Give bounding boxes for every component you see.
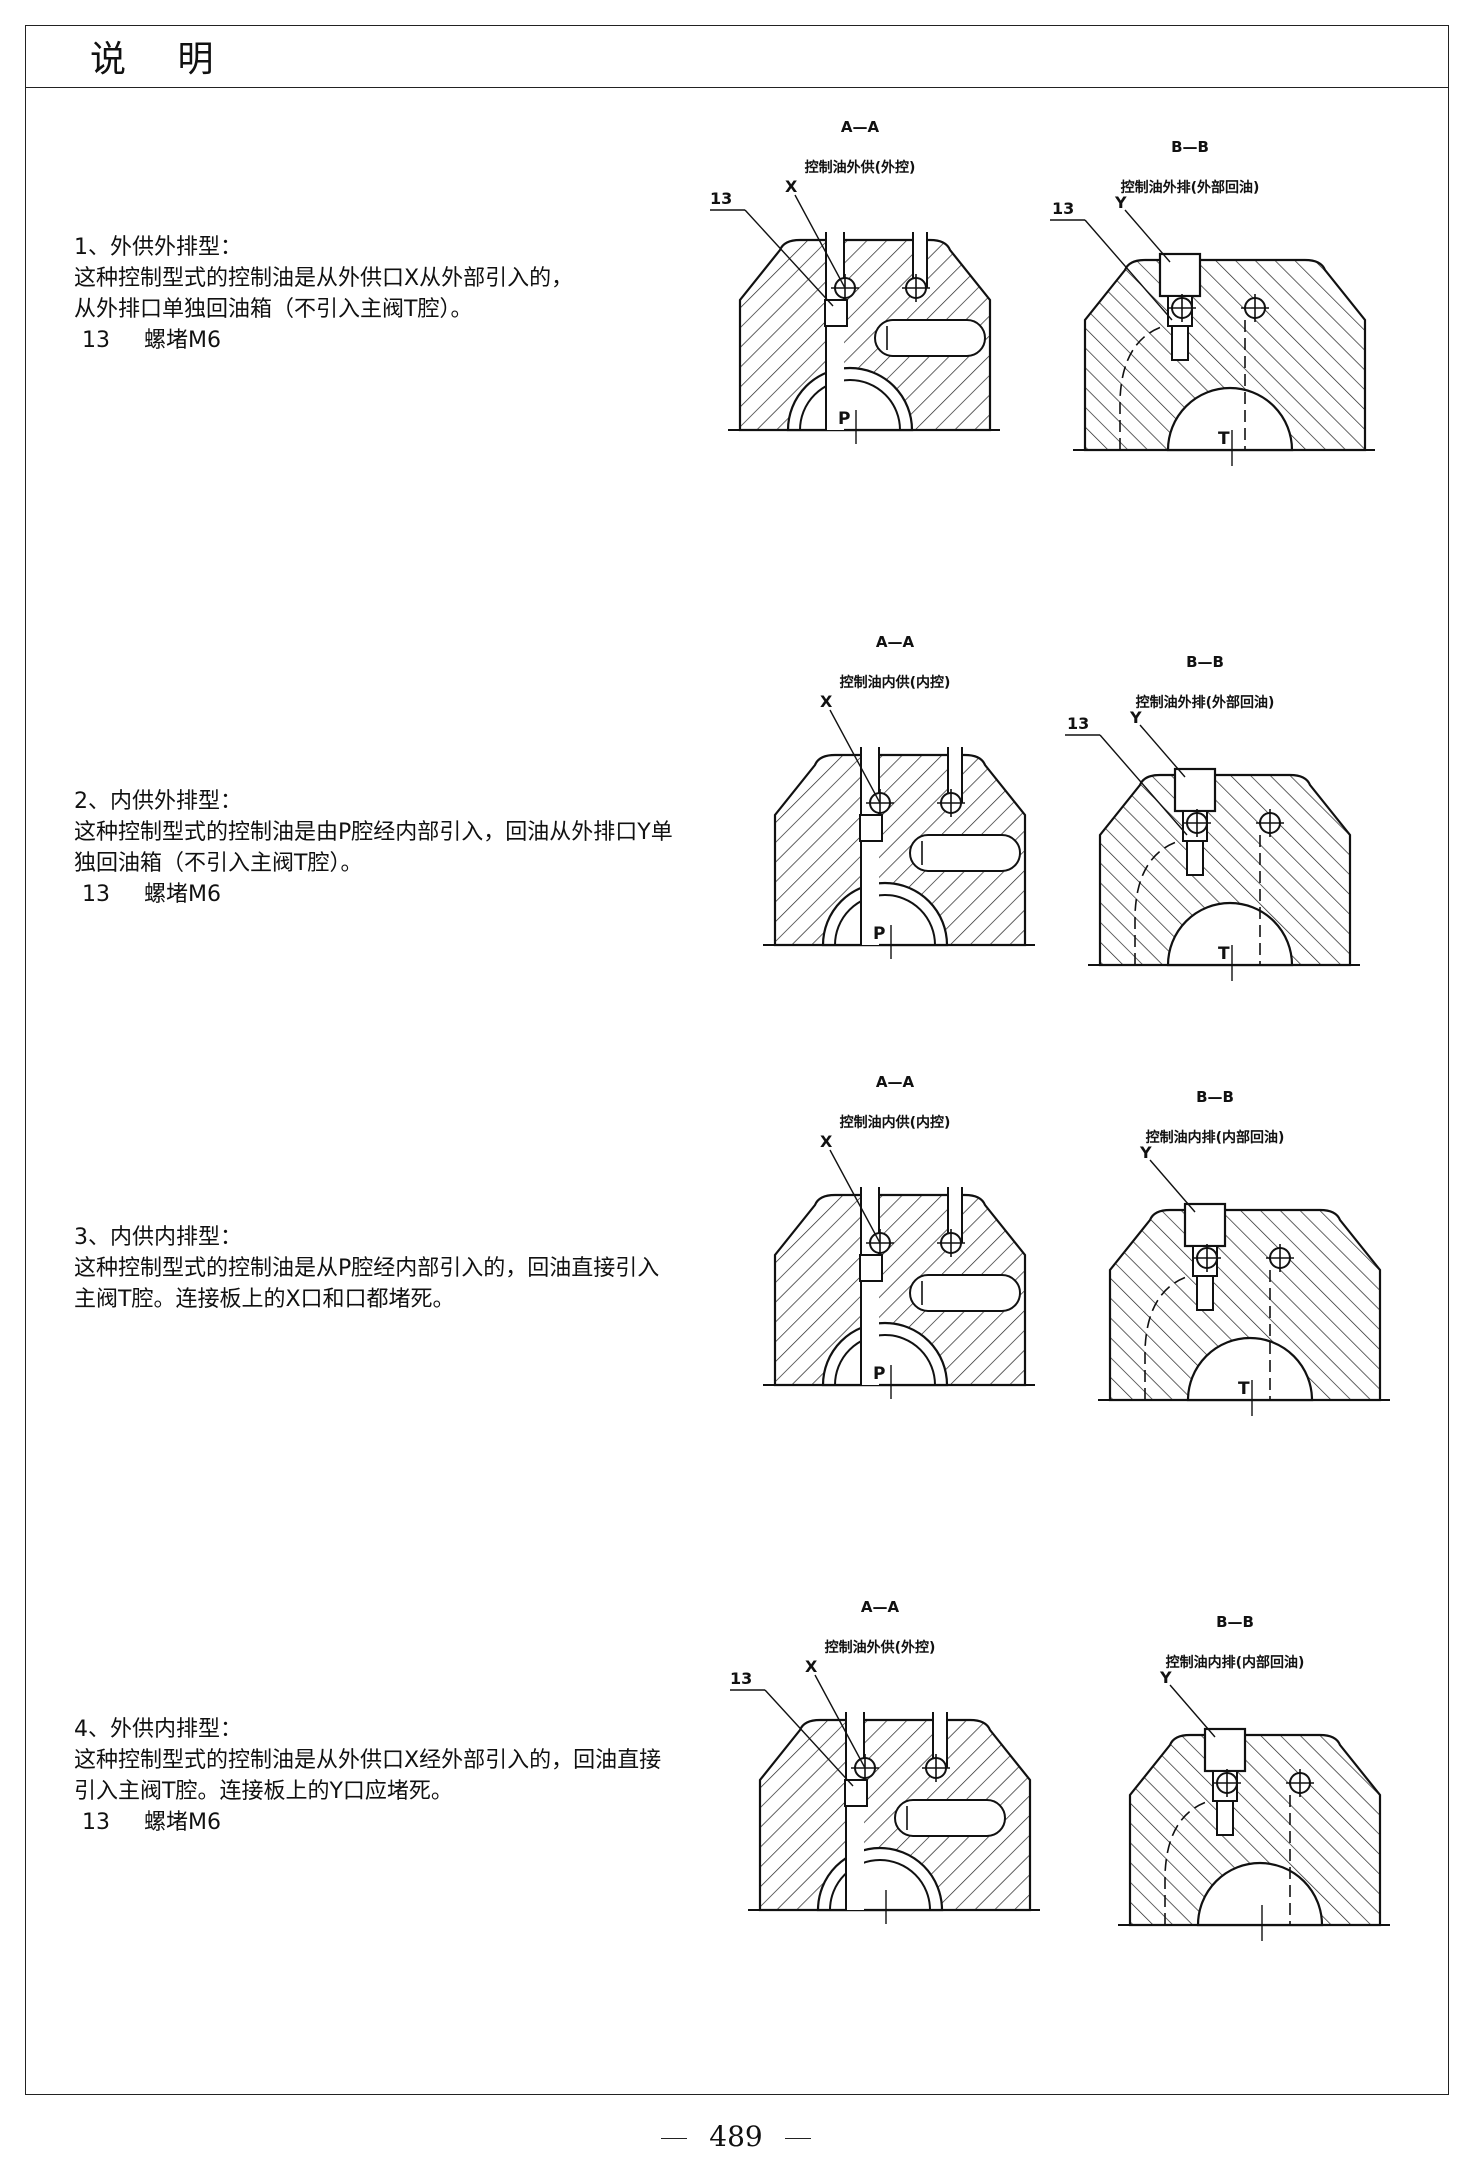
section-subtitle: 控制油外供(外控): [825, 1639, 936, 1656]
port-callout-y: Y: [1159, 1668, 1172, 1687]
part-note: 13 螺堵M6: [74, 325, 694, 356]
section-heading: 1、外供外排型：: [74, 235, 242, 260]
port-label: T: [1218, 429, 1230, 449]
section-label: B—B: [1216, 1613, 1254, 1631]
section-subtitle: 控制油内供(内控): [840, 674, 951, 691]
part-description: 螺堵M6: [144, 882, 221, 907]
port-callout-x: X: [785, 177, 798, 196]
section-3-text: 3、内供内排型： 这种控制型式的控制油是从P腔经内部引入的，回油直接引入 主阀T…: [74, 1222, 694, 1315]
port-callout-x: X: [805, 1657, 818, 1676]
section-subtitle: 控制油外排(外部回油): [1121, 179, 1260, 196]
part-note: 13 螺堵M6: [74, 1807, 694, 1838]
section-line: 这种控制型式的控制油是从外供口X从外部引入的，: [74, 266, 574, 291]
part-number: 13: [82, 882, 110, 907]
page-frame: [25, 25, 1449, 2095]
port-label: T: [1218, 944, 1230, 964]
port-callout-y: Y: [1114, 193, 1127, 212]
section-line: 主阀T腔。连接板上的X口和口都堵死。: [74, 1287, 455, 1312]
section-subtitle: 控制油外供(外控): [805, 159, 916, 176]
port-callout-x: X: [820, 1132, 833, 1151]
port-callout-y: Y: [1129, 708, 1142, 727]
port-label: P: [838, 409, 850, 429]
section-view-bb-3: B—B 控制油内排(内部回油)Y T: [1070, 1080, 1390, 1420]
section-line: 独回油箱（不引入主阀T腔）。: [74, 851, 363, 876]
part-number: 13: [82, 1810, 110, 1835]
page-title: 说 明: [90, 39, 234, 80]
section-view-aa-4: A—A 控制油外供(外控) X 13: [720, 1590, 1040, 1930]
port-label: P: [873, 1364, 885, 1384]
section-line: 这种控制型式的控制油是从外供口X经外部引入的，回油直接: [74, 1748, 662, 1773]
section-heading: 4、外供内排型：: [74, 1717, 242, 1742]
section-label: A—A: [841, 118, 880, 136]
section-label: B—B: [1196, 1088, 1234, 1106]
port-callout-y: Y: [1139, 1143, 1152, 1162]
section-heading: 3、内供内排型：: [74, 1225, 242, 1250]
section-2-text: 2、内供外排型： 这种控制型式的控制油是由P腔经内部引入，回油从外排口Y单 独回…: [74, 786, 694, 910]
section-label: B—B: [1171, 138, 1209, 156]
port-label: P: [873, 924, 885, 944]
port-callout-x: X: [820, 692, 833, 711]
section-view-bb-4: B—B 控制油内排(内部回油)Y: [1090, 1605, 1390, 1945]
page-number: 489: [0, 2120, 1472, 2153]
port-label: T: [1238, 1379, 1250, 1399]
section-label: A—A: [876, 633, 915, 651]
section-line: 这种控制型式的控制油是由P腔经内部引入，回油从外排口Y单: [74, 820, 673, 845]
section-line: 从外排口单独回油箱（不引入主阀T腔）。: [74, 297, 473, 322]
header-rule: [25, 87, 1449, 88]
section-label: B—B: [1186, 653, 1224, 671]
section-view-aa-3: A—A 控制油内供(内控) X P: [735, 1065, 1035, 1405]
section-heading: 2、内供外排型：: [74, 789, 242, 814]
section-label: A—A: [861, 1598, 900, 1616]
part-callout-13: 13: [1067, 714, 1089, 733]
part-callout-13: 13: [1052, 199, 1074, 218]
section-line: 引入主阀T腔。连接板上的Y口应堵死。: [74, 1779, 453, 1804]
part-callout-13: 13: [710, 189, 732, 208]
part-description: 螺堵M6: [144, 1810, 221, 1835]
section-view-aa-2: A—A 控制油内供(内控) X P: [735, 625, 1035, 965]
part-number: 13: [82, 328, 110, 353]
part-description: 螺堵M6: [144, 328, 221, 353]
section-label: A—A: [876, 1073, 915, 1091]
section-1-text: 1、外供外排型： 这种控制型式的控制油是从外供口X从外部引入的， 从外排口单独回…: [74, 232, 694, 356]
section-subtitle: 控制油外排(外部回油): [1136, 694, 1275, 711]
part-note: 13 螺堵M6: [74, 879, 694, 910]
section-subtitle: 控制油内排(内部回油): [1146, 1129, 1285, 1146]
section-subtitle: 控制油内排(内部回油): [1166, 1654, 1305, 1671]
section-line: 这种控制型式的控制油是从P腔经内部引入的，回油直接引入: [74, 1256, 660, 1281]
section-subtitle: 控制油内供(内控): [840, 1114, 951, 1131]
section-4-text: 4、外供内排型： 这种控制型式的控制油是从外供口X经外部引入的，回油直接 引入主…: [74, 1714, 694, 1838]
part-callout-13: 13: [730, 1669, 752, 1688]
